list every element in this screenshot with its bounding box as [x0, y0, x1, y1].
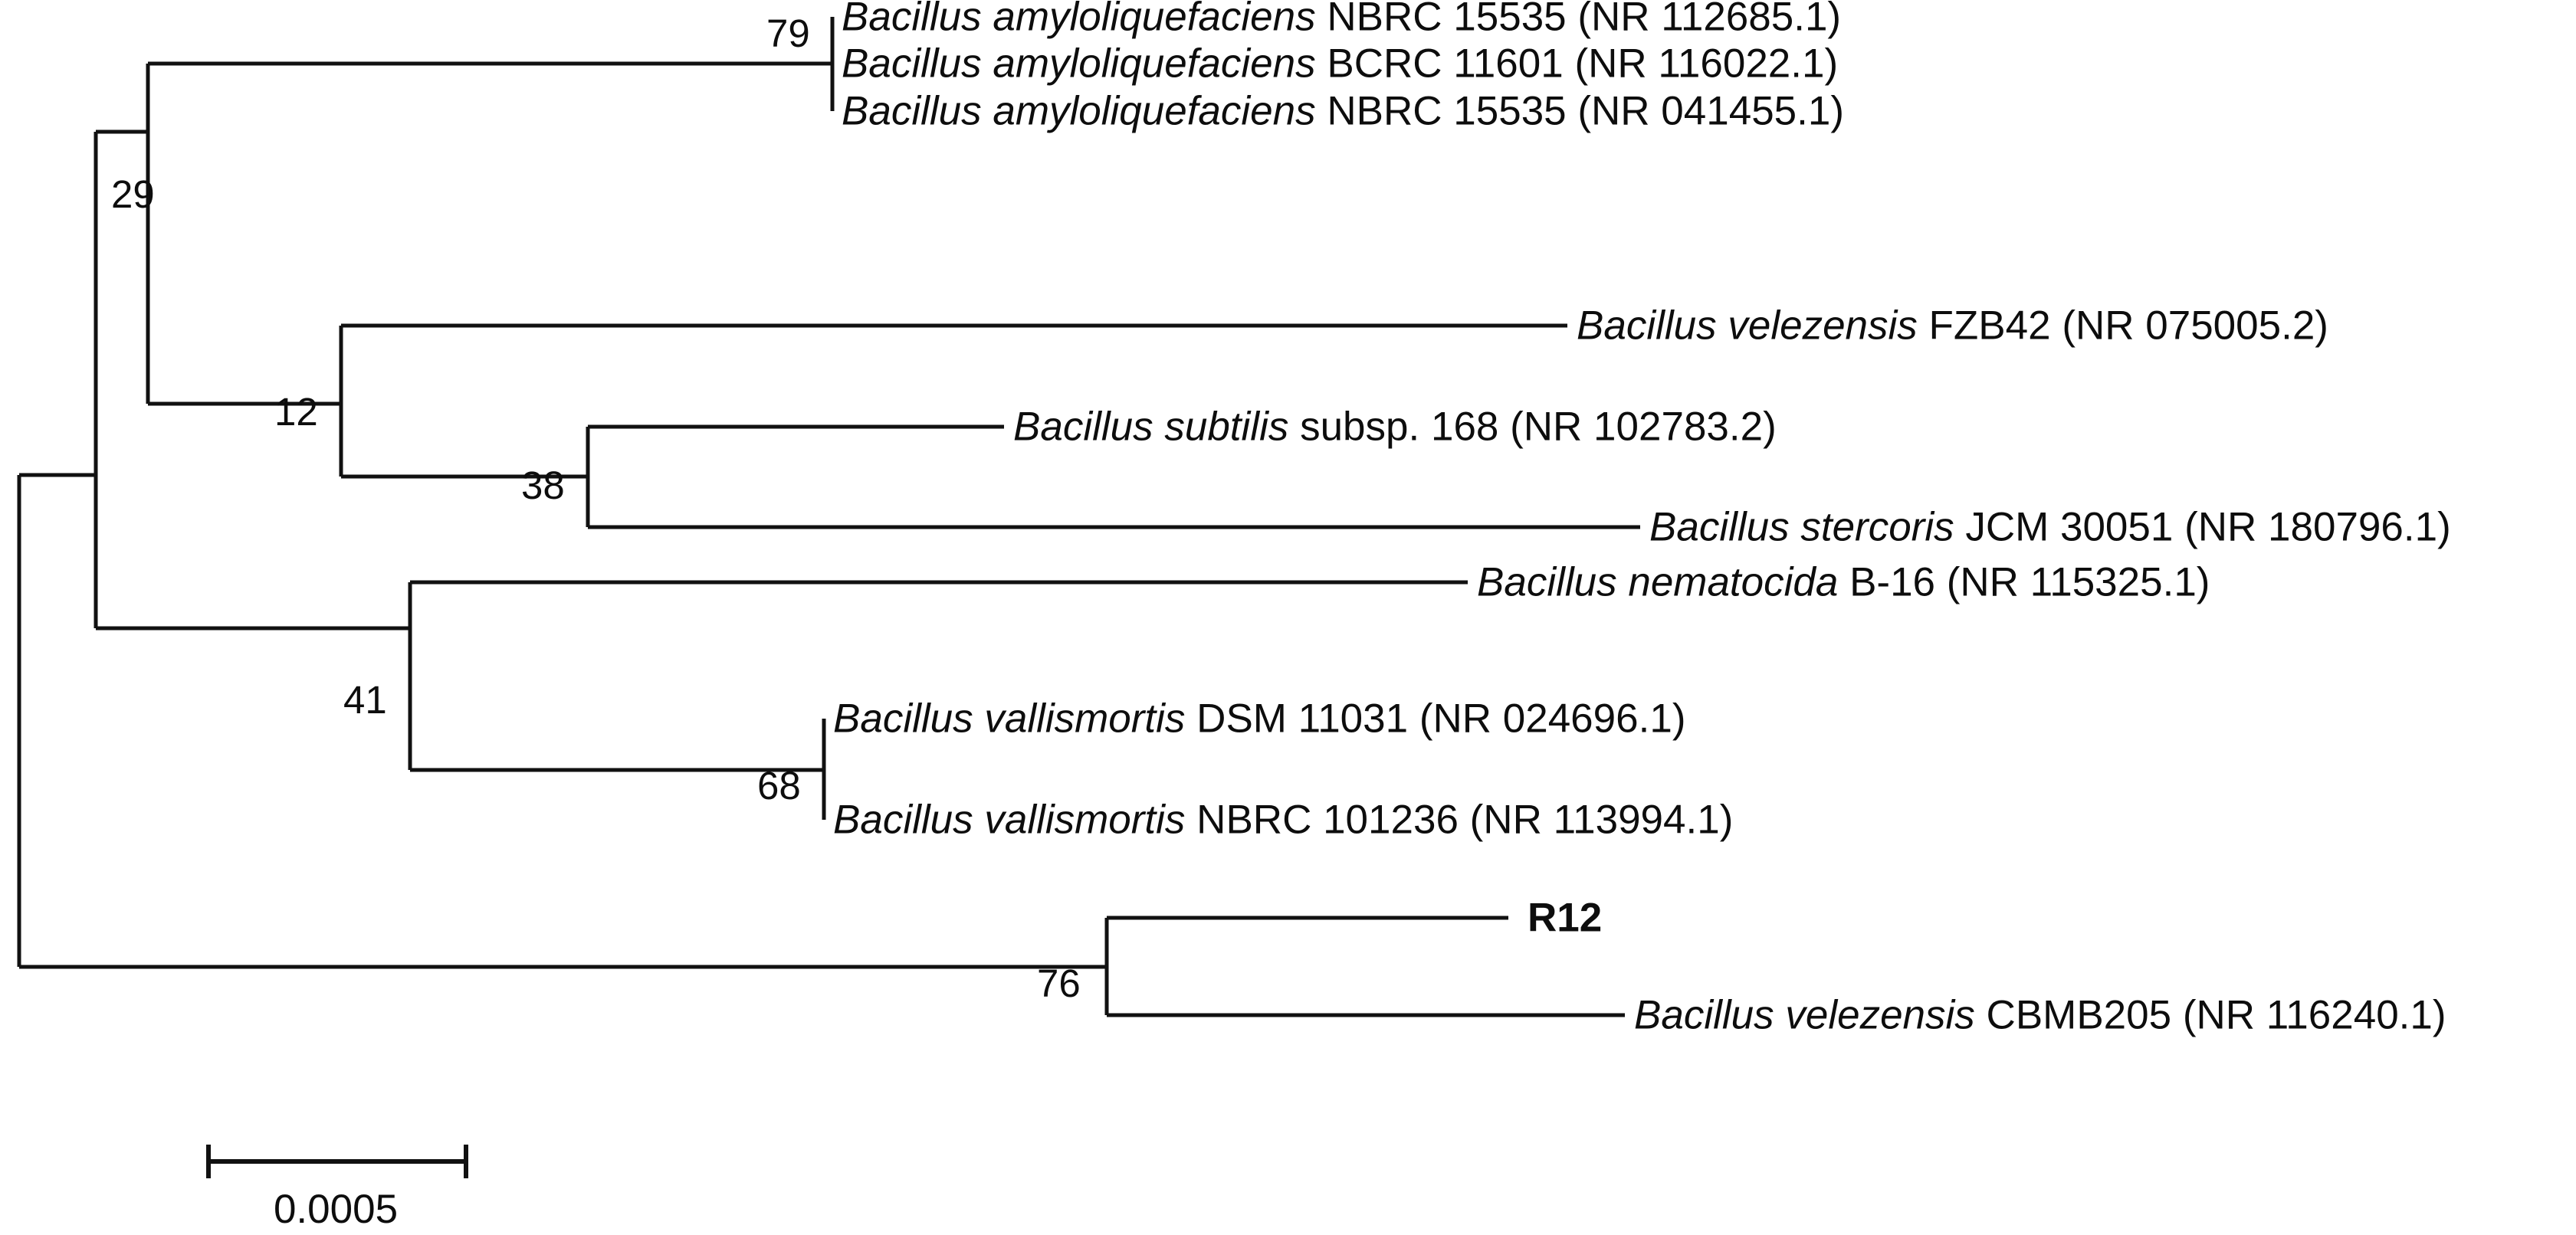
- tip-strain-accession: B-16 (NR 115325.1): [1838, 559, 2210, 605]
- tip-strain-accession: JCM 30051 (NR 180796.1): [1954, 504, 2451, 550]
- tip-strain-accession: NBRC 15535 (NR 112685.1): [1315, 0, 1842, 40]
- tip-strain-accession: CBMB205 (NR 116240.1): [1974, 992, 2446, 1038]
- tip-label-r12: R12: [1528, 898, 1602, 939]
- tip-species-name: Bacillus stercoris: [1649, 504, 1954, 550]
- tip-label-amyloliquefaciens-nr116022: Bacillus amyloliquefaciens BCRC 11601 (N…: [842, 44, 1838, 84]
- tip-species-name: Bacillus velezensis: [1577, 303, 1918, 349]
- tip-species-name: Bacillus amyloliquefaciens: [842, 0, 1316, 40]
- tip-species-name: Bacillus vallismortis: [833, 696, 1186, 742]
- tip-label-vallismortis-nbrc101236: Bacillus vallismortis NBRC 101236 (NR 11…: [833, 800, 1733, 840]
- tip-species-name: Bacillus subtilis: [1013, 404, 1289, 450]
- tip-strain-accession: FZB42 (NR 075005.2): [1917, 303, 2328, 349]
- tip-species-name: Bacillus velezensis: [1634, 992, 1975, 1038]
- bootstrap-label-41: 41: [343, 678, 387, 722]
- tip-strain-accession: DSM 11031 (NR 024696.1): [1185, 696, 1686, 742]
- tip-label-subtilis-168: Bacillus subtilis subsp. 168 (NR 102783.…: [1013, 407, 1777, 447]
- tip-label-velezensis-fzb42: Bacillus velezensis FZB42 (NR 075005.2): [1577, 306, 2328, 346]
- tip-strain-accession: R12: [1528, 895, 1603, 941]
- tip-label-stercoris-jcm30051: Bacillus stercoris JCM 30051 (NR 180796.…: [1649, 507, 2451, 548]
- tip-strain-accession: NBRC 15535 (NR 041455.1): [1315, 88, 1845, 134]
- tip-label-vallismortis-dsm11031: Bacillus vallismortis DSM 11031 (NR 0246…: [833, 699, 1685, 739]
- tip-label-amyloliquefaciens-nr041455: Bacillus amyloliquefaciens NBRC 15535 (N…: [842, 91, 1844, 132]
- bootstrap-label-29: 29: [111, 172, 155, 216]
- tip-strain-accession: NBRC 101236 (NR 113994.1): [1185, 797, 1734, 843]
- tip-label-amyloliquefaciens-nr112685: Bacillus amyloliquefaciens NBRC 15535 (N…: [842, 0, 1841, 38]
- bootstrap-label-38: 38: [521, 464, 565, 507]
- tip-species-name: Bacillus amyloliquefaciens: [842, 41, 1316, 87]
- scale-bar-label: 0.0005: [273, 1187, 399, 1232]
- bootstrap-label-12: 12: [274, 390, 318, 434]
- tip-label-velezensis-cbmb205: Bacillus velezensis CBMB205 (NR 116240.1…: [1634, 995, 2446, 1036]
- tip-species-name: Bacillus vallismortis: [833, 797, 1186, 843]
- bootstrap-label-76: 76: [1037, 961, 1081, 1005]
- bootstrap-label-79: 79: [766, 11, 810, 55]
- tip-strain-accession: BCRC 11601 (NR 116022.1): [1315, 41, 1839, 87]
- tip-species-name: Bacillus amyloliquefaciens: [842, 88, 1316, 134]
- bootstrap-label-68: 68: [757, 764, 801, 808]
- tip-species-name: Bacillus nematocida: [1477, 559, 1839, 605]
- tip-label-nematocida-b16: Bacillus nematocida B-16 (NR 115325.1): [1477, 562, 2210, 603]
- tip-strain-accession: subsp. 168 (NR 102783.2): [1288, 404, 1777, 450]
